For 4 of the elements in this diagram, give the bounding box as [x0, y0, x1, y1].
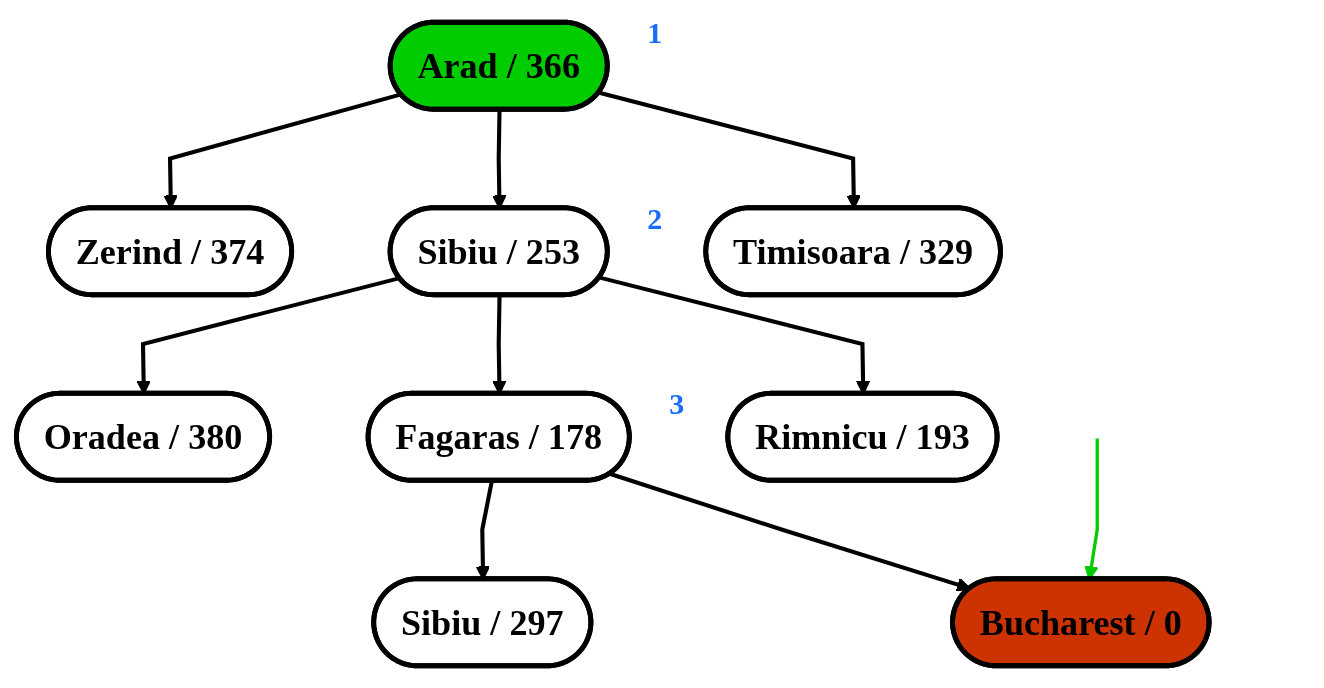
step-number: 2 — [647, 203, 663, 234]
step-number: 1 — [647, 18, 663, 49]
step-number: 3 — [669, 389, 685, 420]
arrow — [609, 472, 971, 592]
